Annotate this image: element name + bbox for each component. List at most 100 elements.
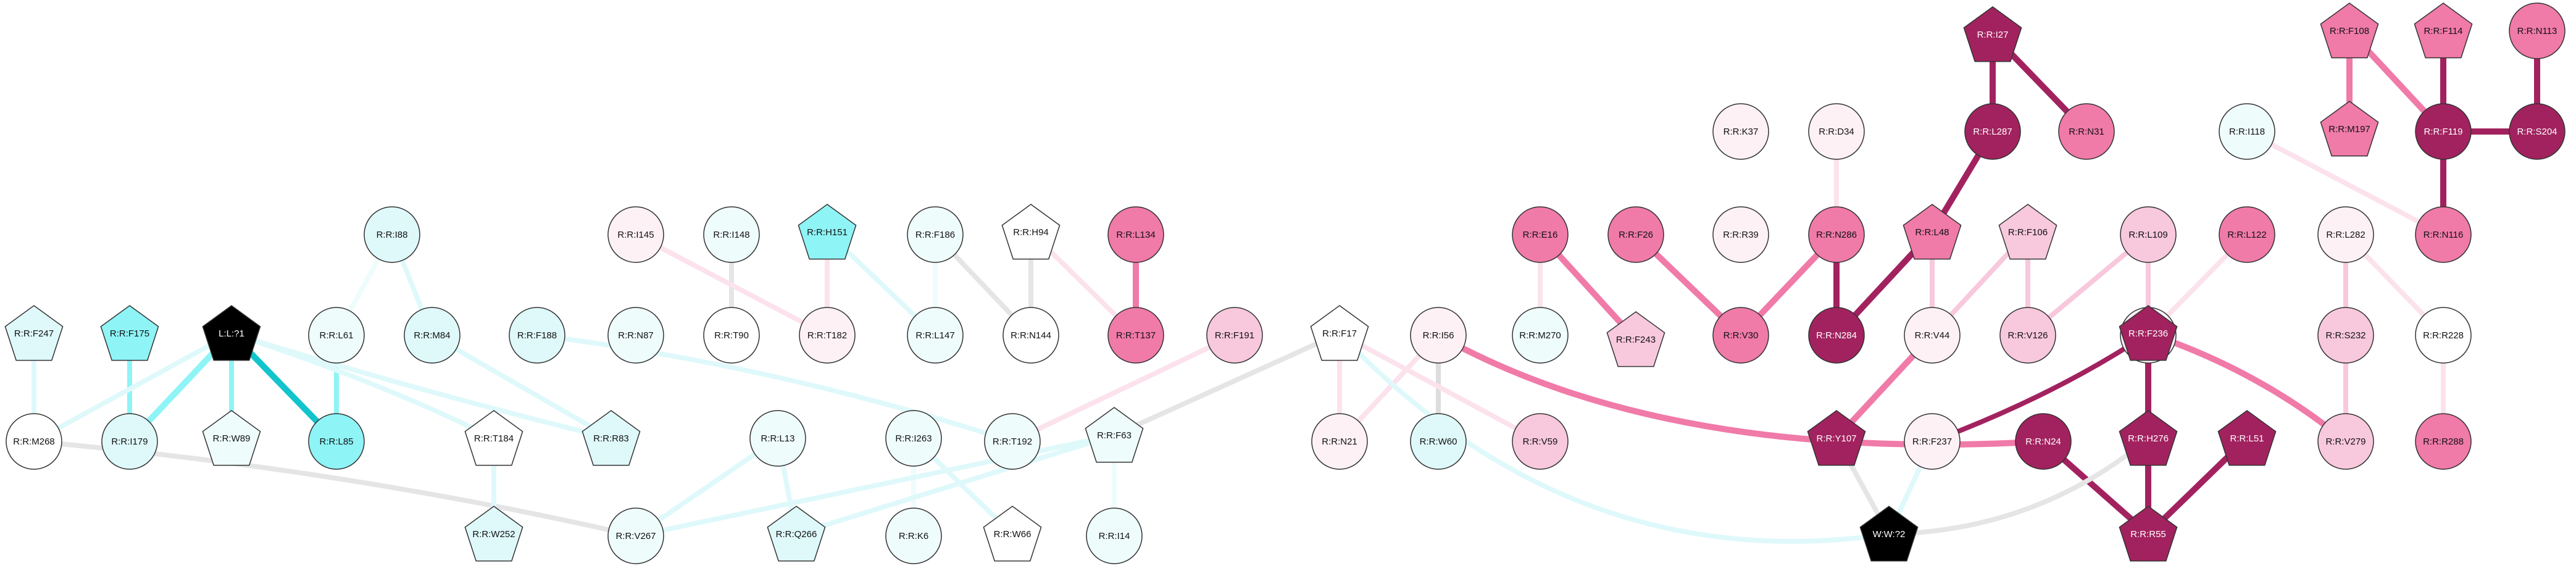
node-r-r-n113[interactable]: R:R:N113	[2509, 2, 2566, 59]
node-r-r-v30[interactable]: R:R:V30	[1712, 307, 1769, 364]
pentagon-node-shape	[2119, 410, 2178, 466]
node-r-r-i145[interactable]: R:R:I145	[607, 206, 664, 263]
edge-rf236-rv279	[2145, 330, 2349, 445]
node-r-r-f237[interactable]: R:R:F237	[1904, 413, 1961, 470]
node-r-r-n21[interactable]: R:R:N21	[1311, 413, 1368, 470]
node-r-r-y107[interactable]: R:R:Y107	[1807, 410, 1866, 466]
node-r-r-n144[interactable]: R:R:N144	[1002, 307, 1059, 364]
node-r-r-i179[interactable]: R:R:I179	[101, 413, 158, 470]
node-label: R:R:M270	[1519, 330, 1561, 341]
node-r-r-i27[interactable]: R:R:I27	[1963, 6, 2022, 62]
node-r-r-i14[interactable]: R:R:I14	[1086, 507, 1143, 564]
node-r-r-l109[interactable]: R:R:L109	[2120, 206, 2177, 263]
node-label: R:R:F243	[1616, 335, 1656, 345]
node-label: R:R:H151	[807, 227, 848, 238]
node-r-r-t137[interactable]: R:R:T137	[1107, 307, 1164, 364]
circle-node-shape	[1410, 413, 1467, 470]
node-r-r-v279[interactable]: R:R:V279	[2317, 413, 2374, 470]
node-r-r-i118[interactable]: R:R:I118	[2219, 103, 2275, 160]
node-r-r-r39[interactable]: R:R:R39	[1712, 206, 1769, 263]
node-label: R:R:M84	[414, 330, 450, 341]
node-label: R:R:F108	[2330, 26, 2369, 36]
node-r-r-e16[interactable]: R:R:E16	[1512, 206, 1569, 263]
node-r-r-r83[interactable]: R:R:R83	[581, 410, 641, 466]
node-r-r-r288[interactable]: R:R:R288	[2415, 413, 2472, 470]
node-r-r-f236[interactable]: R:R:F236	[2119, 305, 2178, 361]
circle-node-shape	[1086, 507, 1143, 564]
node-r-r-t90[interactable]: R:R:T90	[703, 307, 760, 364]
node-r-r-r55[interactable]: R:R:R55	[2119, 506, 2178, 562]
node-r-r-i56[interactable]: R:R:I56	[1410, 307, 1467, 364]
node-r-r-t192[interactable]: R:R:T192	[984, 413, 1041, 470]
node-r-r-v44[interactable]: R:R:V44	[1904, 307, 1961, 364]
node-label: R:R:F26	[1619, 230, 1653, 240]
node-r-r-t184[interactable]: R:R:T184	[464, 410, 523, 466]
node-r-r-i263[interactable]: R:R:I263	[885, 410, 942, 467]
node-r-r-s204[interactable]: R:R:S204	[2509, 103, 2566, 160]
node-r-r-f119[interactable]: R:R:F119	[2415, 103, 2472, 160]
node-r-r-w66[interactable]: R:R:W66	[983, 506, 1042, 562]
circle-node-shape	[509, 307, 565, 364]
node-r-r-l51[interactable]: R:R:L51	[2217, 410, 2277, 466]
node-label: R:R:R228	[2423, 330, 2464, 341]
node-r-r-v59[interactable]: R:R:V59	[1512, 413, 1569, 470]
node-r-r-l85[interactable]: R:R:L85	[308, 413, 365, 470]
node-r-r-d34[interactable]: R:R:D34	[1808, 103, 1865, 160]
node-r-r-h94[interactable]: R:R:H94	[1001, 204, 1061, 260]
node-r-r-n24[interactable]: R:R:N24	[2015, 413, 2072, 470]
node-r-r-n116[interactable]: R:R:N116	[2415, 206, 2472, 263]
node-r-r-f63[interactable]: R:R:F63	[1085, 407, 1144, 463]
node-r-r-n286[interactable]: R:R:N286	[1808, 206, 1865, 263]
node-l-l-1[interactable]: L:L:?1	[202, 305, 261, 361]
node-r-r-f17[interactable]: R:R:F17	[1310, 305, 1369, 361]
node-r-r-l134[interactable]: R:R:L134	[1107, 206, 1164, 263]
node-r-r-l48[interactable]: R:R:L48	[1903, 204, 1962, 260]
node-r-r-f106[interactable]: R:R:F106	[1998, 204, 2057, 260]
node-r-r-t182[interactable]: R:R:T182	[799, 307, 856, 364]
node-label: R:R:F175	[110, 328, 149, 339]
node-r-r-f114[interactable]: R:R:F114	[2414, 2, 2473, 59]
pentagon-node-shape	[1606, 311, 1665, 367]
node-r-r-n31[interactable]: R:R:N31	[2058, 103, 2115, 160]
node-r-r-w60[interactable]: R:R:W60	[1410, 413, 1467, 470]
node-r-r-v126[interactable]: R:R:V126	[1999, 307, 2056, 364]
node-r-r-f175[interactable]: R:R:F175	[100, 305, 159, 361]
node-r-r-s232[interactable]: R:R:S232	[2317, 307, 2374, 364]
node-r-r-m197[interactable]: R:R:M197	[2320, 101, 2379, 157]
node-r-r-f26[interactable]: R:R:F26	[1607, 206, 1664, 263]
circle-node-shape	[907, 206, 964, 263]
node-r-r-n284[interactable]: R:R:N284	[1808, 307, 1865, 364]
node-r-r-l122[interactable]: R:R:L122	[2219, 206, 2275, 263]
node-r-r-r228[interactable]: R:R:R228	[2415, 307, 2472, 364]
circle-node-shape	[101, 413, 158, 470]
node-r-r-n87[interactable]: R:R:N87	[607, 307, 664, 364]
node-r-r-i88[interactable]: R:R:I88	[364, 206, 420, 263]
node-r-r-i148[interactable]: R:R:I148	[703, 206, 760, 263]
node-r-r-f247[interactable]: R:R:F247	[4, 305, 64, 361]
node-label: R:R:F106	[2008, 227, 2048, 238]
node-r-r-l282[interactable]: R:R:L282	[2317, 206, 2374, 263]
node-r-r-k6[interactable]: R:R:K6	[885, 507, 942, 564]
node-r-r-h276[interactable]: R:R:H276	[2119, 410, 2178, 466]
node-r-r-l13[interactable]: R:R:L13	[749, 410, 806, 467]
node-r-r-f243[interactable]: R:R:F243	[1606, 311, 1665, 367]
node-r-r-l147[interactable]: R:R:L147	[907, 307, 964, 364]
node-r-r-l61[interactable]: R:R:L61	[308, 307, 365, 364]
node-r-r-f108[interactable]: R:R:F108	[2320, 2, 2379, 59]
node-r-r-m84[interactable]: R:R:M84	[404, 307, 461, 364]
node-r-r-v267[interactable]: R:R:V267	[607, 507, 664, 564]
node-r-r-m268[interactable]: R:R:M268	[6, 413, 62, 470]
node-r-r-m270[interactable]: R:R:M270	[1512, 307, 1569, 364]
node-r-r-f191[interactable]: R:R:F191	[1206, 307, 1263, 364]
node-r-r-w89[interactable]: R:R:W89	[202, 410, 261, 466]
node-r-r-l287[interactable]: R:R:L287	[1964, 103, 2021, 160]
node-w-w-2[interactable]: W:W:?2	[1859, 506, 1919, 562]
node-r-r-k37[interactable]: R:R:K37	[1712, 103, 1769, 160]
node-r-r-q266[interactable]: R:R:Q266	[767, 506, 826, 562]
node-r-r-f186[interactable]: R:R:F186	[907, 206, 964, 263]
node-r-r-w252[interactable]: R:R:W252	[464, 506, 523, 562]
node-r-r-f188[interactable]: R:R:F188	[509, 307, 565, 364]
pentagon-node-shape	[1085, 407, 1144, 463]
node-label: L:L:?1	[219, 328, 244, 339]
node-r-r-h151[interactable]: R:R:H151	[798, 204, 857, 260]
